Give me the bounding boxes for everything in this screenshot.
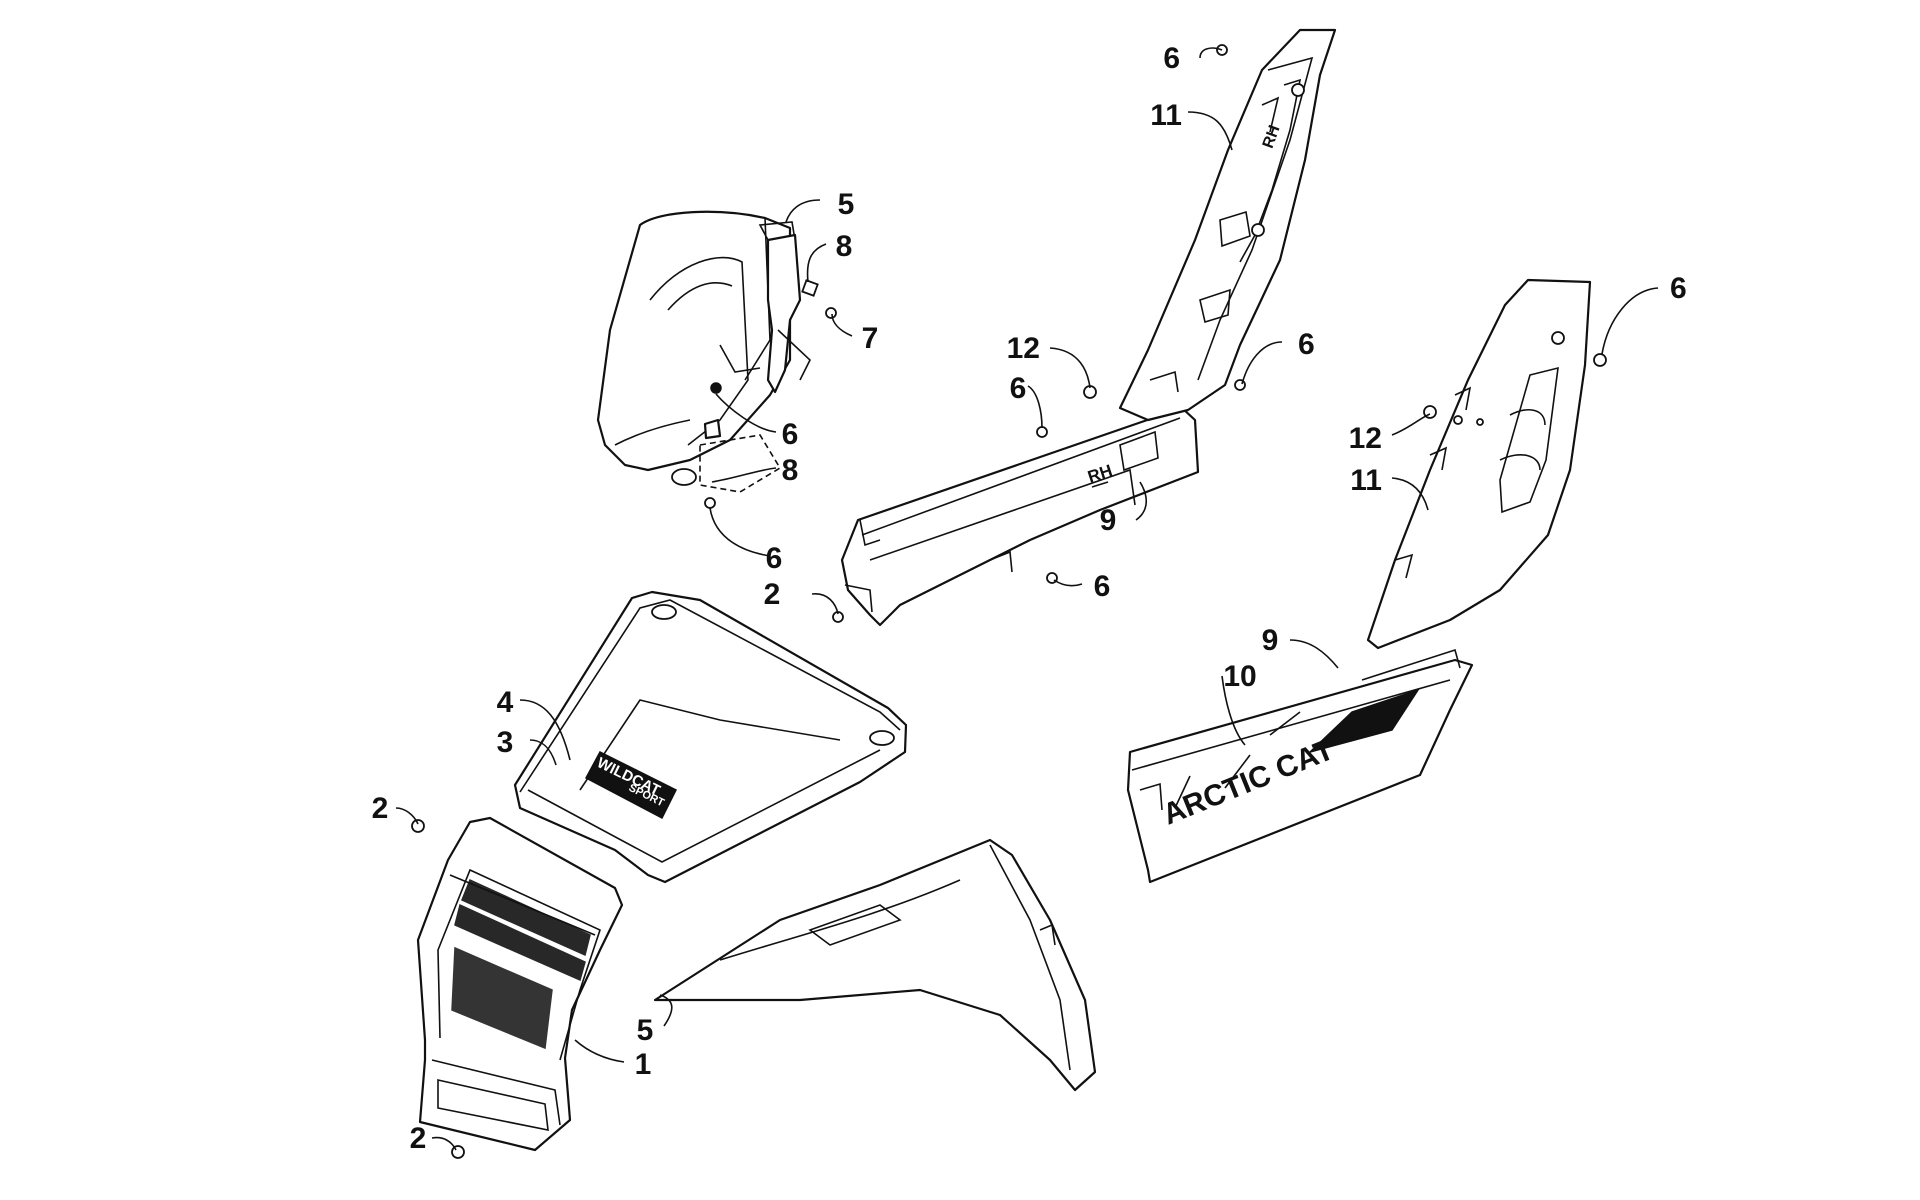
callout-1: 1 <box>635 1048 652 1081</box>
front-fender-part <box>653 838 1097 1092</box>
cowl-bracket-part <box>719 233 811 394</box>
upper-cowl-part <box>596 210 796 472</box>
lower-cowl-bracket <box>671 418 782 493</box>
callout-5-fender: 5 <box>637 1014 654 1047</box>
callout-6-panel: 6 <box>1094 570 1111 603</box>
callout-2-bottom: 2 <box>410 1122 427 1155</box>
inner-side-panel-part: RH <box>840 406 1200 627</box>
callout-5-top: 5 <box>838 188 855 221</box>
callout-6-low: 6 <box>766 542 783 575</box>
callout-4: 4 <box>497 686 514 719</box>
callout-10: 10 <box>1223 660 1256 693</box>
callout-6-right: 6 <box>1670 272 1687 305</box>
grille-mesh <box>451 878 591 1050</box>
callout-6-midright: 6 <box>1298 328 1315 361</box>
callout-11-top: 11 <box>1150 99 1182 132</box>
callout-8-top: 8 <box>836 230 853 263</box>
callout-11-right: 11 <box>1350 464 1382 497</box>
callout-3: 3 <box>497 726 514 759</box>
front-grille-part <box>416 816 624 1152</box>
callout-6-mid: 6 <box>1010 372 1027 405</box>
callout-12-mid: 12 <box>1007 332 1040 365</box>
hood-part: WILDCAT SPORT <box>513 590 908 884</box>
callout-8-cowl: 8 <box>782 454 799 487</box>
upper-side-mark: RH <box>1260 123 1284 151</box>
callout-12-right: 12 <box>1349 422 1382 455</box>
callout-2-grille: 2 <box>372 792 389 825</box>
right-tall-panel-part <box>1366 278 1592 650</box>
callout-9-right: 9 <box>1262 624 1279 657</box>
callout-2-mid: 2 <box>764 578 781 611</box>
leader-lines <box>395 47 1659 1151</box>
callout-6-top: 6 <box>1163 42 1180 75</box>
callout-9-mid: 9 <box>1100 504 1117 537</box>
callout-6-cowl: 6 <box>782 418 799 451</box>
callout-7: 7 <box>862 322 879 355</box>
right-lower-panel-part: ARCTIC CAT <box>1126 648 1474 884</box>
upper-tall-panel-part: RH <box>1118 28 1337 422</box>
callout-numbers: 6 11 5 8 7 12 6 6 6 6 8 12 11 6 9 6 2 9 … <box>372 42 1687 1155</box>
